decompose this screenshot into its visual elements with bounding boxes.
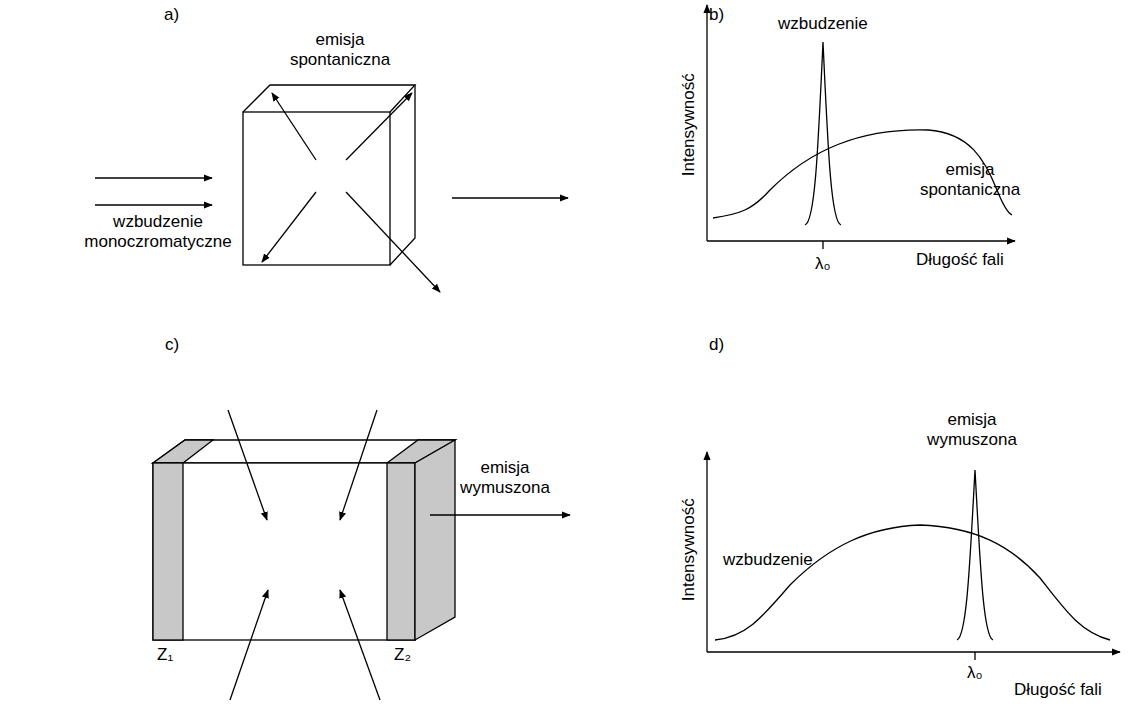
pump-arrows — [228, 410, 570, 700]
curve-label: emisja spontaniczna — [915, 160, 1025, 199]
excitation-line — [805, 42, 841, 225]
mirror-label: Z₂ — [394, 645, 411, 665]
emission-label: emisja spontaniczna — [285, 30, 395, 69]
peak-label: emisja wymuszona — [917, 410, 1027, 449]
excitation-label: wzbudzenie monoczromatyczne — [83, 212, 233, 251]
panel-letter: d) — [709, 335, 724, 355]
peak-label: wzbudzenie — [778, 14, 868, 34]
stimulated-emission-line — [957, 470, 993, 640]
tick — [822, 241, 823, 249]
excitation-arrows — [95, 178, 568, 205]
tick-label: λ₀ — [815, 254, 831, 274]
axis-label: Intensywność — [679, 498, 699, 601]
axes — [707, 5, 1015, 241]
spontaneous-emission-arrows — [262, 93, 440, 292]
panel-letter: a) — [164, 5, 179, 25]
axis-label: Intensywność — [679, 73, 699, 176]
laser-cavity — [153, 440, 455, 640]
axes — [707, 452, 1120, 652]
tick-label: λ₀ — [967, 663, 983, 683]
panel-letter: c) — [165, 335, 179, 355]
axis-label: Długość fali — [1014, 680, 1102, 700]
curve-label: wzbudzenie — [723, 550, 813, 570]
panel-letter: b) — [709, 5, 724, 25]
mirror-label: Z₁ — [157, 645, 173, 665]
axis-label: Długość fali — [916, 250, 1004, 270]
emission-label: emisja wymuszona — [450, 458, 560, 497]
excitation-spectrum — [715, 525, 1110, 640]
tick — [974, 652, 975, 660]
